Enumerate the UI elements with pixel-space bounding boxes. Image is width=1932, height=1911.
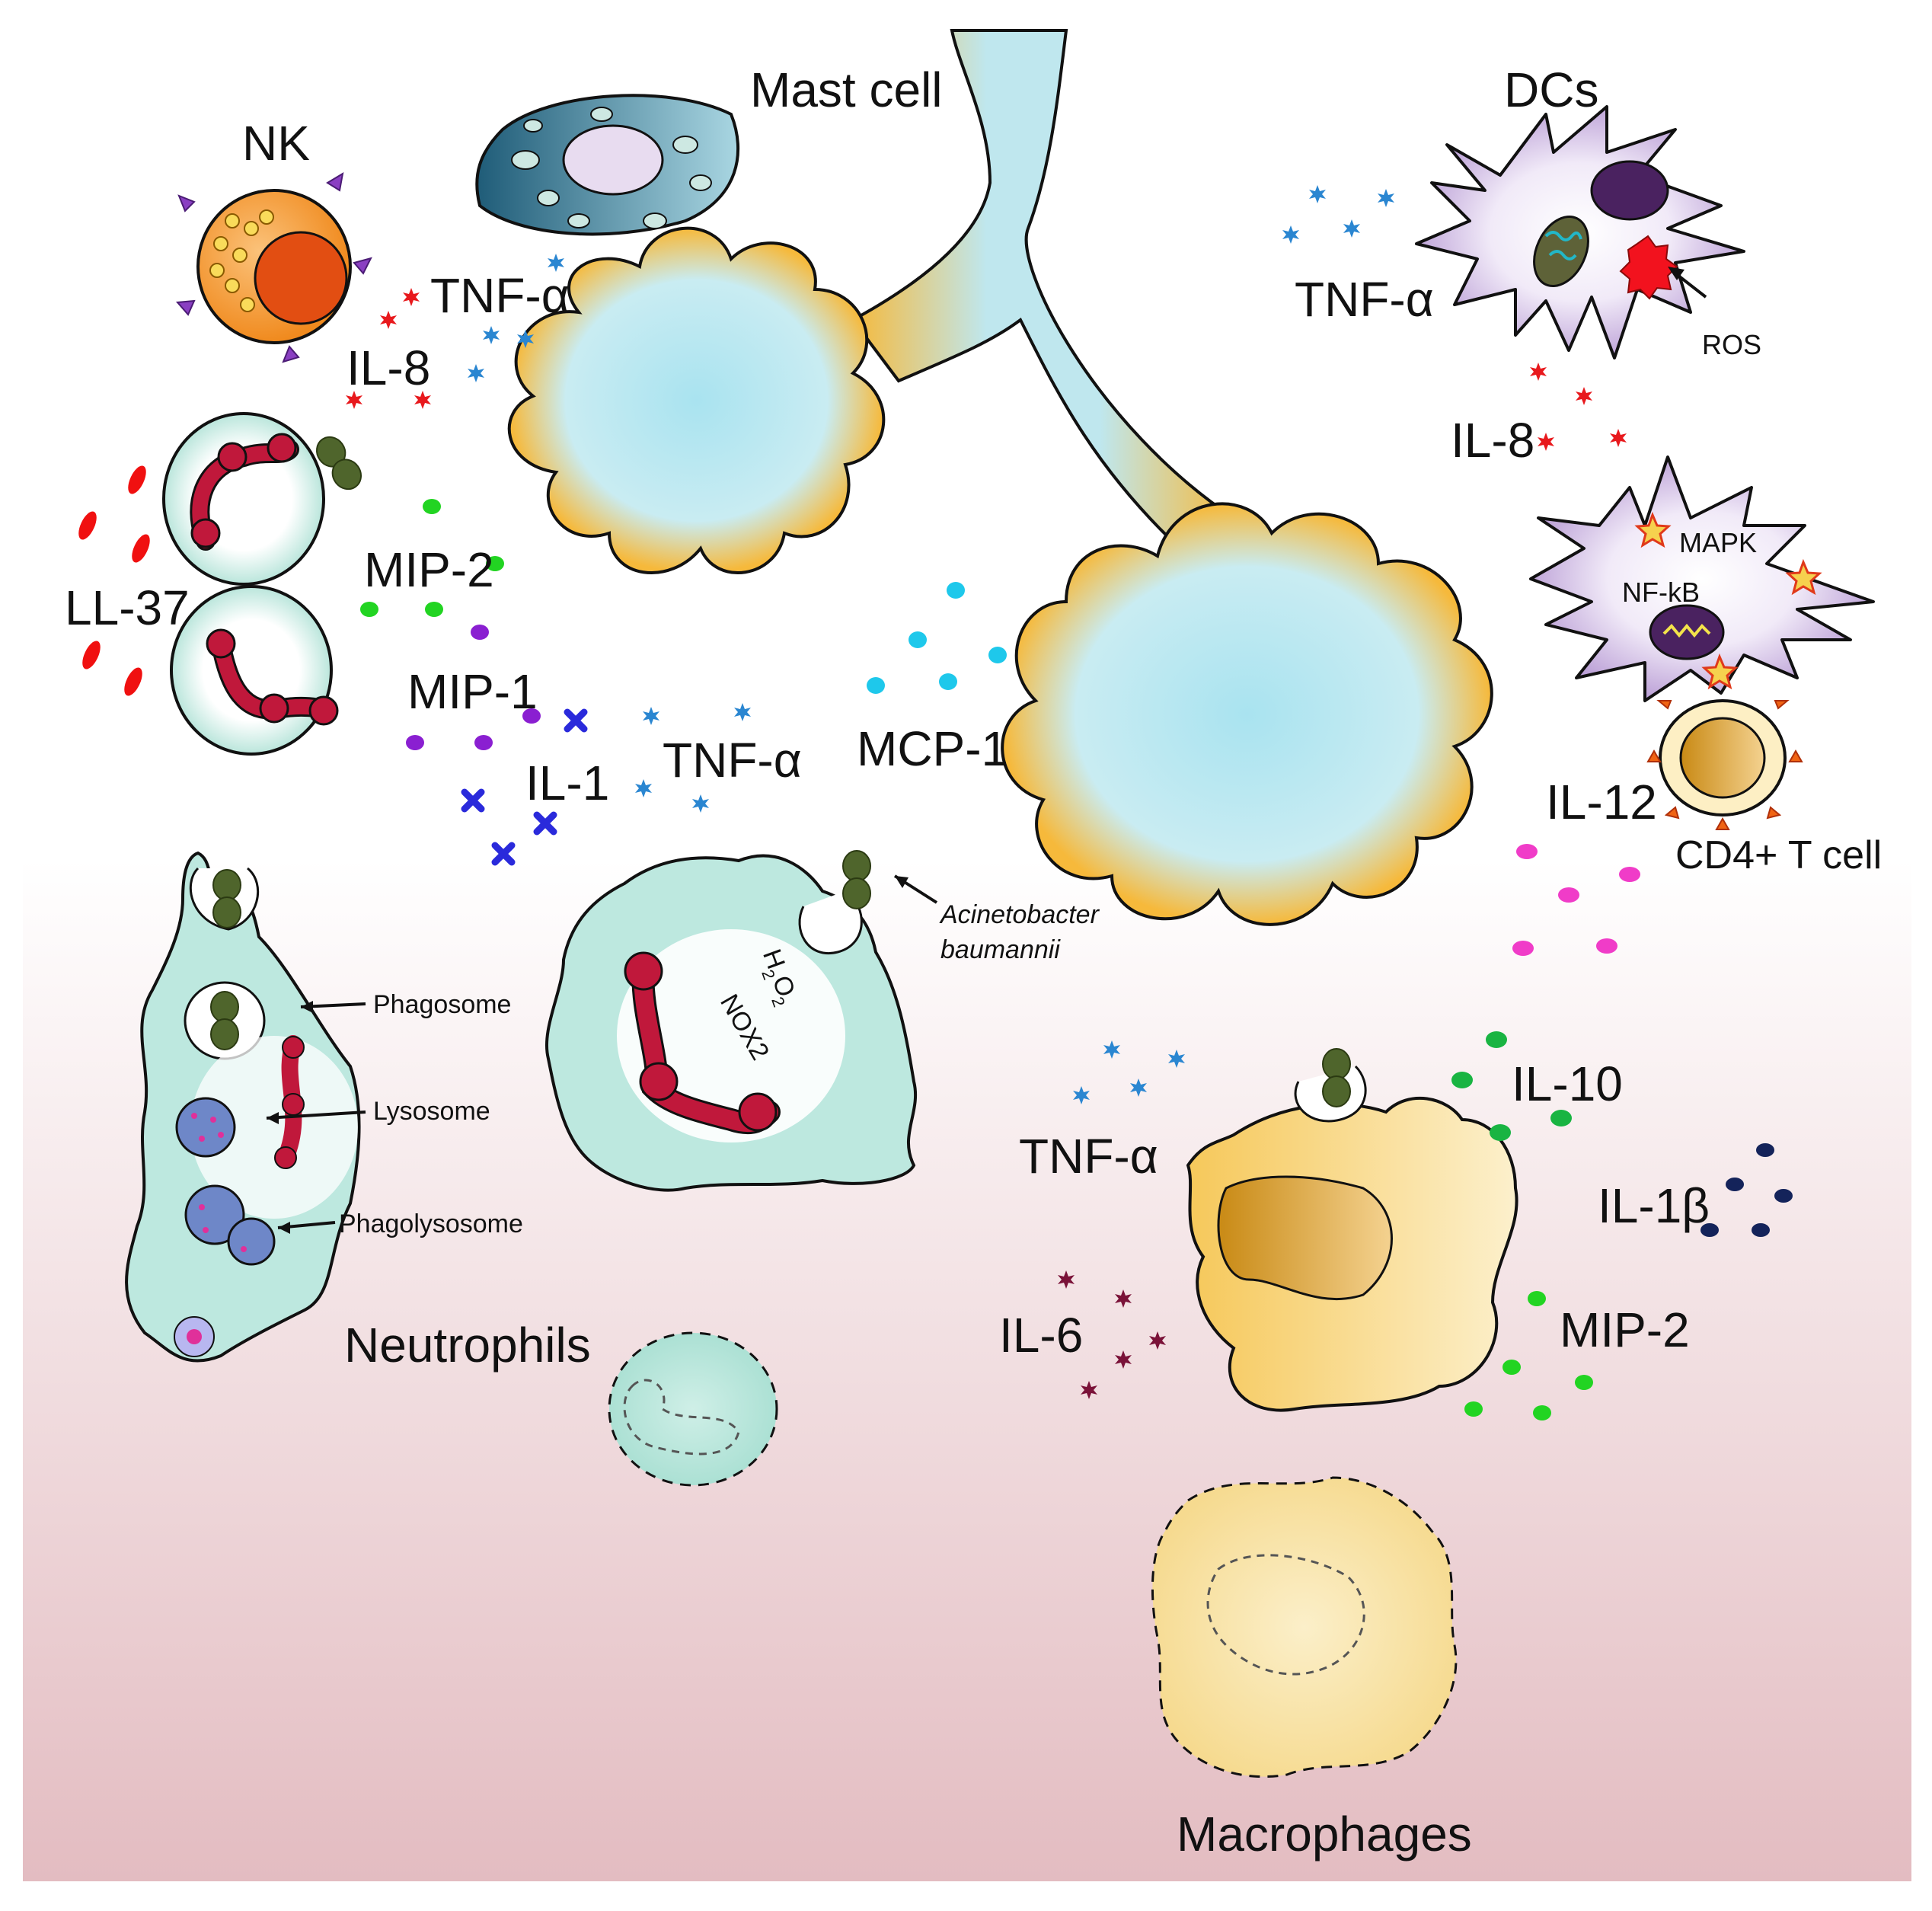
phagosome-arrow [300, 1001, 366, 1013]
neutrophil-nox2 [545, 854, 918, 1192]
ll37-peptides [78, 465, 150, 696]
il10-markers [1451, 1031, 1572, 1141]
bacterium-label-line1: Acinetobacter [939, 900, 1100, 929]
nk-label: NK [242, 116, 310, 171]
il1-label: IL-1 [525, 756, 609, 810]
dendritic-cell-top [1415, 105, 1745, 360]
il12-markers [1512, 844, 1640, 956]
lysosome-label: Lysosome [373, 1097, 490, 1126]
bacterium-label-line2: baumannii [940, 935, 1061, 964]
mast-cell [475, 94, 740, 236]
il10-label: IL-10 [1512, 1056, 1623, 1111]
phagolysosome-label: Phagolysosome [339, 1210, 523, 1238]
mip2-markers-left [360, 499, 504, 617]
mip2-markers-right [1464, 1291, 1593, 1420]
il8-label-right: IL-8 [1451, 413, 1534, 468]
tnf-alpha-label-right: TNF-α [1295, 272, 1434, 327]
nfkb-label: NF-kB [1622, 577, 1700, 608]
ll37-label: LL-37 [65, 580, 190, 635]
cd4-t-cell-label: CD4+ T cell [1675, 833, 1882, 877]
mast-cell-label: Mast cell [750, 62, 943, 117]
ros-blob [1619, 235, 1678, 300]
mcp1-markers [867, 582, 1007, 694]
neutrophils-label: Neutrophils [344, 1318, 591, 1373]
ros-label: ROS [1702, 329, 1761, 360]
macrophages-label: Macrophages [1177, 1807, 1472, 1861]
mcp1-label: MCP-1 [857, 721, 1008, 776]
phagolysosome-arrow [277, 1221, 336, 1234]
il1beta-markers [1700, 1143, 1793, 1237]
mapk-label: MAPK [1679, 527, 1757, 558]
phagosome-label: Phagosome [373, 990, 511, 1019]
neutrophil-round-2 [170, 585, 339, 756]
airway-tree [507, 29, 1493, 926]
il1beta-label: IL-1β [1598, 1178, 1710, 1233]
dcs-label: DCs [1504, 62, 1598, 117]
neutrophil-apoptotic [608, 1331, 778, 1487]
tnf-alpha-label-lower: TNF-α [1019, 1129, 1158, 1184]
macrophage-apoptotic [1151, 1476, 1458, 1778]
bacterium-arrow [893, 874, 938, 904]
dendritic-cell-activated [1529, 455, 1875, 702]
mip1-label: MIP-1 [407, 664, 538, 719]
lysosome-arrow [266, 1110, 366, 1124]
nk-cell [175, 172, 372, 363]
cd4-t-cell [1646, 699, 1803, 830]
il1-markers [461, 708, 588, 866]
il12-label: IL-12 [1546, 775, 1657, 829]
mip1-markers [406, 625, 541, 750]
tnf-alpha-label-upper: TNF-α [430, 268, 570, 323]
mip2-label-right: MIP-2 [1560, 1302, 1690, 1357]
mip2-label-left: MIP-2 [364, 542, 494, 597]
neutrophil-round-1 [162, 412, 325, 586]
il6-label: IL-6 [999, 1308, 1083, 1363]
il8-label-left: IL-8 [346, 340, 430, 395]
tnf-alpha-label-middle: TNF-α [663, 733, 802, 788]
